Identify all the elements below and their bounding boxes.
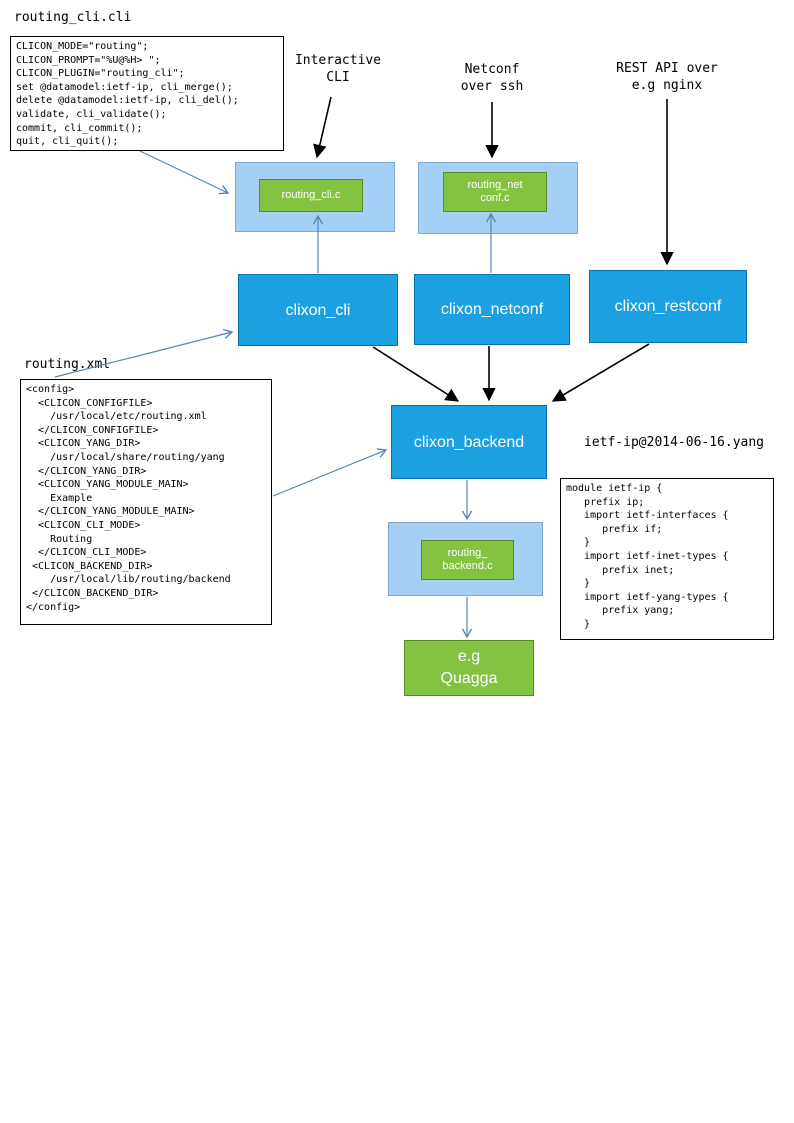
annotation-rest-api-nginx: REST API over e.g nginx: [616, 61, 718, 93]
node-clixon-cli: clixon_cli: [238, 274, 398, 346]
yang-module-filename: ietf-ip@2014-06-16.yang: [584, 435, 765, 450]
config-xml-filename: routing.xml: [24, 357, 111, 372]
cli-spec-filename: routing_cli.cli: [14, 10, 132, 25]
plugin-routing-netconf-c: routing_net conf.c: [443, 172, 547, 212]
cli-spec-code: CLICON_MODE="routing"; CLICON_PROMPT="%U…: [10, 36, 284, 151]
node-quagga: e.g Quagga: [404, 640, 534, 696]
arrow-cli-spec-to-routing-cli-c: [139, 150, 230, 195]
annotation-interactive-cli: Interactive CLI: [294, 53, 382, 85]
node-clixon-backend: clixon_backend: [391, 405, 547, 479]
plugin-routing-backend-c: routing_ backend.c: [421, 540, 514, 580]
node-clixon-restconf: clixon_restconf: [589, 270, 747, 343]
arrow-config-xml-to-clixon-backend: [272, 448, 388, 497]
config-xml-code: <config> <CLICON_CONFIGFILE> /usr/local/…: [20, 379, 272, 625]
yang-module-code: module ietf-ip { prefix ip; import ietf-…: [560, 478, 774, 640]
node-clixon-netconf: clixon_netconf: [414, 274, 570, 345]
annotation-netconf-over-ssh: Netconf over ssh: [460, 62, 524, 94]
arrow-clixon-cli-to-clixon-backend: [372, 346, 460, 402]
arrow-interactive-cli-to-routing-cli-c: [313, 96, 332, 159]
plugin-routing-cli-c: routing_cli.c: [259, 179, 363, 212]
arrow-clixon-restconf-to-clixon-backend: [551, 343, 650, 402]
